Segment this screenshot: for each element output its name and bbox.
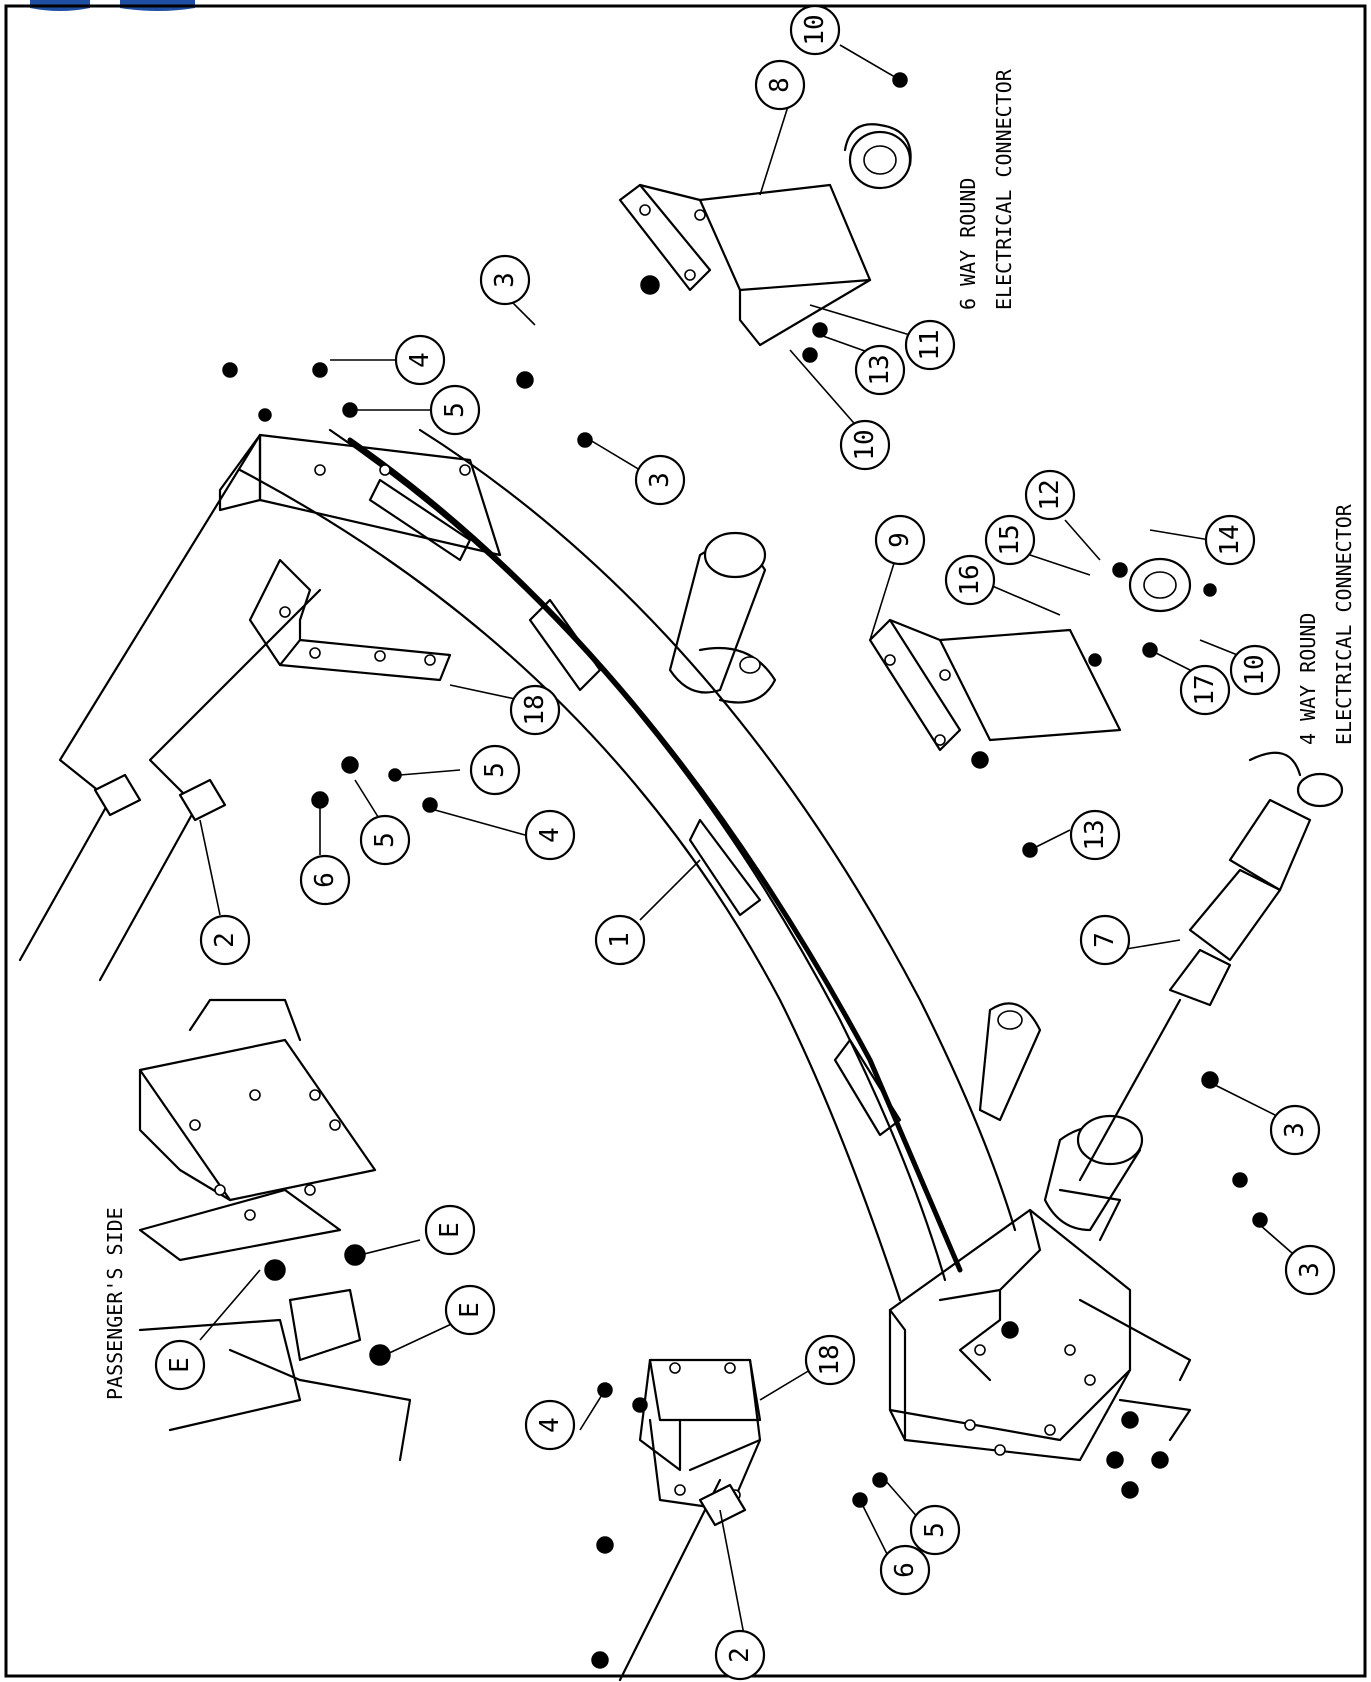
callout-8: 8	[754, 59, 806, 111]
svg-text:5: 5	[920, 1522, 950, 1538]
callout-E-b: E	[154, 1339, 206, 1391]
svg-text:6: 6	[310, 872, 340, 888]
svg-text:4: 4	[405, 352, 435, 368]
svg-text:5: 5	[370, 832, 400, 848]
svg-text:10: 10	[1240, 654, 1270, 685]
svg-text:13: 13	[1080, 819, 1110, 850]
svg-text:ELECTRICAL CONNECTOR: ELECTRICAL CONNECTOR	[1332, 503, 1356, 745]
note-six-way: 6 WAY ROUND ELECTRICAL CONNECTOR	[956, 68, 1016, 310]
svg-text:11: 11	[915, 329, 945, 360]
svg-text:15: 15	[995, 524, 1025, 555]
callout-4-b: 4	[524, 809, 576, 861]
svg-text:2: 2	[725, 1647, 755, 1663]
lower-frame-bracket	[888, 1188, 1192, 1462]
four-way-bracket	[868, 557, 1217, 858]
main-arm	[238, 428, 1017, 1302]
svg-text:8: 8	[765, 77, 795, 93]
arm-cylinder-lower	[978, 1002, 1144, 1232]
hydraulic-cylinder	[1078, 751, 1344, 1182]
svg-text:ELECTRICAL CONNECTOR: ELECTRICAL CONNECTOR	[992, 68, 1016, 310]
callout-3-b: 3	[634, 454, 686, 506]
six-way-bracket	[618, 72, 912, 363]
callout-9: 9	[874, 514, 926, 566]
svg-text:14: 14	[1215, 524, 1245, 555]
callout-15: 15	[984, 514, 1036, 566]
mount-plate-lower	[638, 1358, 762, 1512]
callout-14: 14	[1204, 514, 1256, 566]
callout-1: 1	[594, 914, 646, 966]
callout-18-a: 18	[509, 684, 561, 736]
svg-text:18: 18	[815, 1344, 845, 1375]
callout-13-b: 13	[1069, 809, 1121, 861]
callout-5-d: 5	[909, 1504, 961, 1556]
svg-text:5: 5	[440, 402, 470, 418]
svg-text:10: 10	[800, 14, 830, 45]
callout-2-a: 2	[199, 914, 251, 966]
callout-2-b: 2	[714, 1629, 766, 1681]
callout-7: 7	[1079, 914, 1131, 966]
callout-5-c: 5	[359, 814, 411, 866]
svg-text:4 WAY ROUND: 4 WAY ROUND	[1296, 613, 1320, 745]
note-passengers-side: PASSENGER'S SIDE	[103, 1207, 127, 1400]
callout-17: 17	[1179, 664, 1231, 716]
callout-18-b: 18	[804, 1334, 856, 1386]
callout-4-c: 4	[524, 1399, 576, 1451]
callout-6-a: 6	[299, 854, 351, 906]
svg-text:3: 3	[490, 272, 520, 288]
wire-harness	[18, 433, 747, 1682]
svg-text:13: 13	[865, 354, 895, 385]
upper-arm-bracket	[218, 433, 502, 562]
svg-text:PASSENGER'S SIDE: PASSENGER'S SIDE	[103, 1207, 127, 1400]
fasteners	[222, 362, 1268, 1669]
drawing-border	[4, 4, 1367, 1678]
callout-10-c: 10	[1229, 644, 1281, 696]
svg-text:E: E	[435, 1222, 465, 1238]
callout-E-c: E	[444, 1284, 496, 1336]
svg-text:6 WAY ROUND: 6 WAY ROUND	[956, 178, 980, 310]
callout-10-a: 10	[789, 4, 841, 56]
callout-6-b: 6	[879, 1544, 931, 1596]
svg-text:3: 3	[1295, 1262, 1325, 1278]
arm-cylinder-upper	[668, 531, 777, 704]
svg-text:3: 3	[1280, 1122, 1310, 1138]
callout-5-a: 5	[429, 384, 481, 436]
callout-E-a: E	[424, 1204, 476, 1256]
passengers-side-detail	[138, 998, 412, 1462]
callout-4-a: 4	[394, 334, 446, 386]
svg-text:2: 2	[210, 932, 240, 948]
svg-text:17: 17	[1190, 674, 1220, 705]
svg-text:7: 7	[1090, 932, 1120, 948]
callout-13-a: 13	[854, 344, 906, 396]
svg-text:6: 6	[890, 1562, 920, 1578]
mount-plate-upper	[248, 558, 452, 682]
svg-text:5: 5	[480, 762, 510, 778]
callout-5-b: 5	[469, 744, 521, 796]
svg-text:3: 3	[645, 472, 675, 488]
svg-text:9: 9	[885, 532, 915, 548]
svg-text:E: E	[455, 1302, 485, 1318]
svg-text:4: 4	[535, 827, 565, 843]
svg-text:4: 4	[535, 1417, 565, 1433]
callout-12: 12	[1024, 469, 1076, 521]
callout-10-b: 10	[839, 419, 891, 471]
svg-text:16: 16	[955, 564, 985, 595]
callout-3-a: 3	[479, 254, 531, 306]
svg-text:1: 1	[605, 932, 635, 948]
svg-text:18: 18	[520, 694, 550, 725]
callout-11: 11	[904, 319, 956, 371]
note-four-way: 4 WAY ROUND ELECTRICAL CONNECTOR	[1296, 503, 1356, 745]
callout-3-c: 3	[1269, 1104, 1321, 1156]
callout-16: 16	[944, 554, 996, 606]
svg-text:E: E	[165, 1357, 195, 1373]
svg-text:10: 10	[850, 429, 880, 460]
leader-lines	[199, 44, 1301, 1641]
callout-3-d: 3	[1284, 1244, 1336, 1296]
svg-text:12: 12	[1035, 479, 1065, 510]
